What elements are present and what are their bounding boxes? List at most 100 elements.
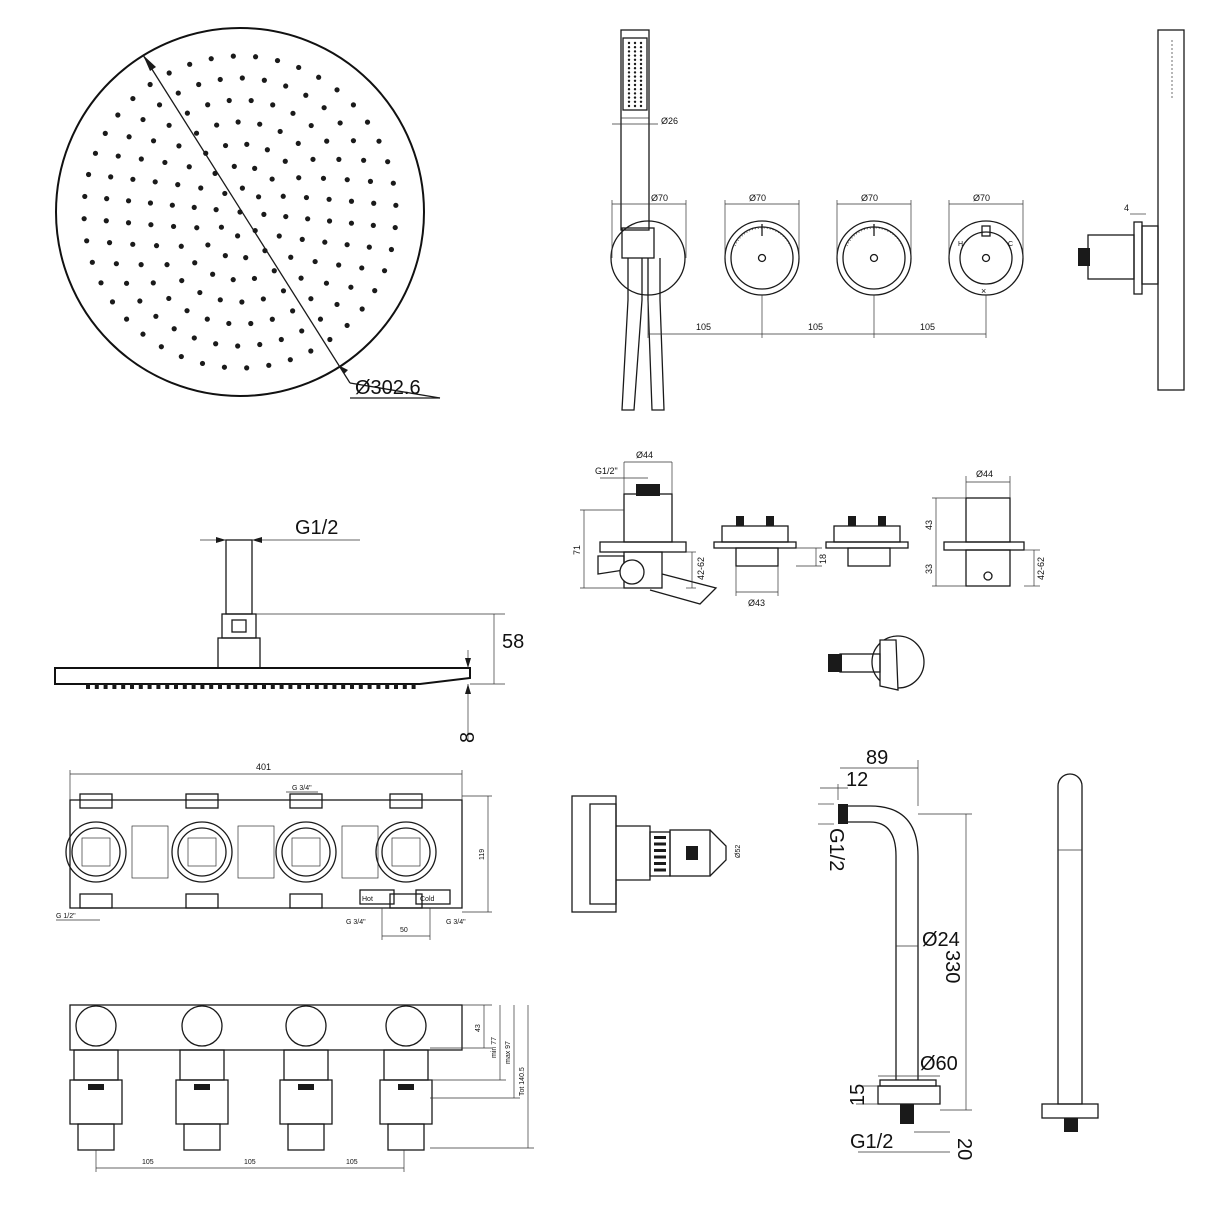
nozzle-dot <box>152 179 158 185</box>
nozzle-dot <box>270 102 276 108</box>
knob-3-diameter-label: Ø70 <box>861 193 878 203</box>
nozzle-dot <box>130 176 136 182</box>
nozzle-dot <box>198 185 204 191</box>
spray-dot <box>639 83 643 87</box>
inlet-spacing-label: 50 <box>400 927 408 934</box>
nozzle-dot <box>277 128 283 135</box>
nozzle-dot <box>264 147 270 153</box>
nozzle-dot <box>337 120 343 126</box>
nozzle-bump <box>156 684 161 689</box>
nozzle-dot <box>123 280 130 286</box>
nozzle-dot <box>361 157 367 163</box>
nozzle-dot <box>310 156 316 162</box>
nozzle-dot <box>208 56 214 62</box>
nozzle-dot <box>230 277 236 283</box>
arm-base-diameter-label: Ø60 <box>920 1053 958 1075</box>
nozzle-dot <box>271 268 277 274</box>
nozzle-dot <box>296 64 302 71</box>
nozzle-dot <box>243 255 249 261</box>
nozzle-dot <box>260 296 266 302</box>
nozzle-dot <box>137 298 143 304</box>
temp-cross: × <box>981 286 986 296</box>
nozzle-dot <box>255 194 262 200</box>
nozzle-dot <box>123 316 130 322</box>
nozzle-dot <box>196 81 202 88</box>
nozzle-dot <box>280 288 287 294</box>
spray-dot <box>627 58 631 61</box>
nozzle-dot <box>147 200 154 206</box>
nozzle-dot <box>89 259 95 265</box>
nozzle-dot <box>252 165 258 171</box>
top-inlet-label: G 3/4" <box>292 785 312 792</box>
arm-offset-label: 12 <box>846 769 868 791</box>
spray-dot <box>639 79 643 83</box>
marking-bar <box>654 862 666 865</box>
port-tab-bottom <box>79 893 113 909</box>
spray-dot <box>633 67 637 70</box>
nozzle-dot <box>371 200 377 206</box>
nozzle-bump <box>279 684 284 689</box>
nozzle-dot <box>130 241 136 247</box>
nozzle-dot <box>130 95 136 102</box>
spray-dot <box>633 46 637 49</box>
nozzle-bump <box>253 684 258 689</box>
port-tab-top <box>389 793 423 809</box>
spray-dot <box>633 100 637 104</box>
nozzle-dot <box>170 223 177 230</box>
nozzle-dot <box>140 331 146 337</box>
valve-4-diameter-label: Ø44 <box>976 469 993 479</box>
head-depth-label: 8 <box>457 732 479 743</box>
nozzle-dot <box>261 211 267 217</box>
port-tab-top <box>289 793 323 809</box>
valve-1-height-label: 71 <box>572 545 582 555</box>
top-port-mark <box>298 1084 314 1090</box>
nozzle-dot <box>138 156 144 162</box>
nozzle-dot <box>192 260 198 266</box>
nozzle-dot <box>218 224 225 230</box>
total-depth-label: Tot 140.5 <box>519 1067 526 1096</box>
head-nozzle-row <box>86 684 416 689</box>
top-port-body <box>73 1049 119 1081</box>
nozzle-bump <box>174 684 178 689</box>
nozzle-dot <box>153 243 160 249</box>
nozzle-bump <box>165 684 170 689</box>
marking-bar <box>654 855 666 859</box>
valve-body-markings <box>654 836 666 872</box>
nozzle-dot <box>326 196 332 202</box>
nozzle-pattern <box>81 53 399 371</box>
nozzle-bump <box>411 684 416 689</box>
nozzle-dot <box>283 213 289 220</box>
shower-arm-front-view <box>1041 773 1099 1132</box>
nozzle-dot <box>138 262 144 268</box>
hot-marker: H <box>958 241 963 248</box>
valve-side-views: 71 G1/2" Ø44 42-62 Ø43 18 <box>572 450 1046 691</box>
spray-dot <box>627 83 631 87</box>
nozzle-dot <box>205 242 211 248</box>
spray-dot <box>639 92 643 95</box>
port-inner <box>177 827 227 877</box>
nozzle-dot <box>350 102 357 108</box>
nozzle-bump <box>314 684 319 689</box>
nozzle-bump <box>138 684 143 689</box>
port-spacing-2-label: 105 <box>244 1159 256 1166</box>
nozzle-dot <box>244 141 250 147</box>
nozzle-bump <box>297 684 302 689</box>
nozzle-dot <box>269 176 275 182</box>
nozzle-dot <box>344 242 350 248</box>
nozzle-dot <box>366 244 372 250</box>
nozzle-dot <box>239 75 245 81</box>
nozzle-dot <box>226 320 232 327</box>
nozzle-dot <box>251 275 258 282</box>
nozzle-dot <box>125 220 132 226</box>
nozzle-dot <box>156 102 163 108</box>
port-inner <box>281 827 331 877</box>
min-depth-label: min 77 <box>491 1037 498 1058</box>
nozzle-dot <box>186 164 192 170</box>
nozzle-dot <box>372 288 378 294</box>
port-square <box>291 837 321 867</box>
spray-dot <box>627 75 631 78</box>
valve-body-side-view: Ø52 <box>571 795 742 913</box>
nozzle-dot <box>316 74 322 80</box>
nozzle-dot <box>308 348 314 354</box>
